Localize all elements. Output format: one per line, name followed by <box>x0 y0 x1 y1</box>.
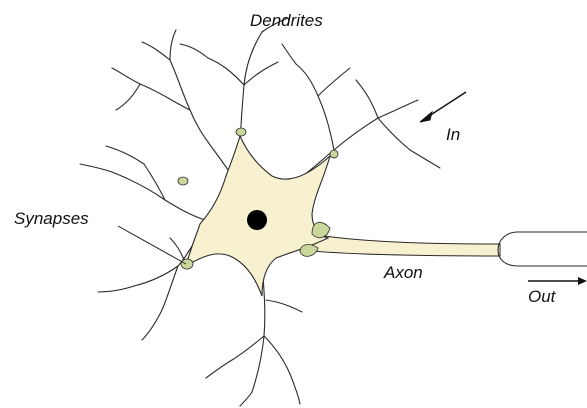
out-arrow <box>528 277 587 285</box>
nucleus <box>247 210 267 230</box>
dendrites-label: Dendrites <box>250 11 323 30</box>
axon-hillock-bulb <box>300 245 318 257</box>
in-arrow <box>420 92 466 122</box>
synapse-bulb <box>330 150 338 158</box>
synapse-bulb <box>178 177 188 185</box>
out-label: Out <box>528 287 557 306</box>
synapses-label: Synapses <box>14 209 89 228</box>
axon <box>300 232 587 266</box>
axon-label: Axon <box>383 263 423 282</box>
in-label: In <box>446 125 460 144</box>
axon-hillock-bulb <box>312 222 330 237</box>
soma <box>186 136 330 296</box>
synapse-bulb <box>236 128 246 136</box>
synapse-bulb <box>181 259 193 269</box>
